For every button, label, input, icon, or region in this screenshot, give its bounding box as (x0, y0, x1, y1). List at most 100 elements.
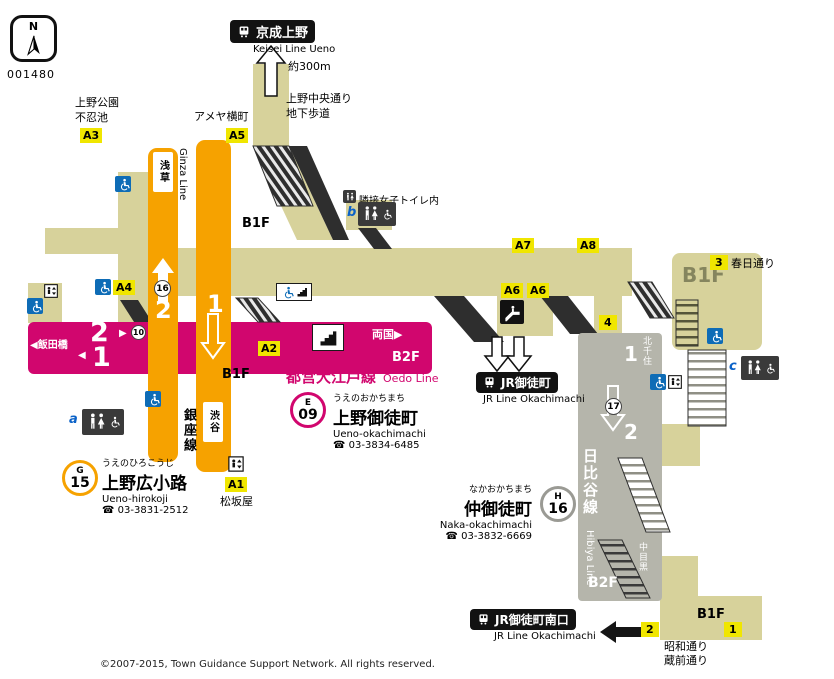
exit-a4-badge: A4 (113, 280, 136, 295)
elevator-icon (667, 374, 683, 390)
floor-b2f-oedo: B2F (392, 350, 420, 365)
elevator-icon (227, 455, 245, 473)
hibiya-down-arrow (600, 385, 626, 432)
exit-a6-badge-1: A6 (501, 283, 524, 298)
ginza-dir-shibuya-box: 渋谷 (203, 402, 223, 442)
restroom-icon (87, 412, 107, 432)
station-symbol-h16: H 16 (540, 486, 576, 522)
hibiya-next-station-circle: 17 (605, 398, 622, 415)
station-symbol-e09: E 09 (290, 392, 326, 428)
floor-b1f-right: B1F (682, 263, 725, 287)
jr-down-arrow-1 (483, 336, 511, 373)
stairs-icon (296, 286, 308, 298)
wheelchair-access-north (115, 176, 131, 192)
keisei-ueno-label: 京成上野 (256, 26, 309, 41)
wheelchair-icon (117, 178, 130, 191)
oedo-arrow-right: ▶ (119, 328, 127, 339)
toilet-b-letter: b (347, 205, 357, 220)
south-left-arrow (600, 621, 641, 643)
wheelchair-icon (764, 363, 775, 374)
wheelchair-access-east (707, 328, 723, 344)
floor-b1f-bottom: B1F (697, 607, 725, 622)
ginza-line-name: 銀座線 (181, 408, 196, 453)
naka-okachimachi-kana: なかおかちまち (468, 485, 532, 495)
h16-number: 16 (548, 500, 568, 517)
keisei-ueno-box: 京成上野 (230, 20, 316, 43)
restroom-note-iconbox (343, 190, 356, 203)
oedo-stairs-iconbox (312, 324, 344, 351)
wheelchair-icon (108, 416, 120, 428)
jr-okachimachi-south-label: JR御徒町南口 (495, 613, 569, 627)
toilet-a-letter: a (69, 412, 78, 427)
hibiya-line-en: Hibiya Line (584, 530, 595, 586)
exit-1-badge: 1 (724, 622, 742, 637)
ginza-dir-asakusa-box: 浅草 (153, 152, 173, 192)
jr-okachimachi-label: JR御徒町 (501, 376, 551, 390)
label-underground-walkway: 地下歩道 (286, 107, 330, 120)
ginza-platform-2: 2 (155, 296, 172, 324)
e09-line-letter: E (304, 397, 312, 408)
adjacent-toilet-note: 隣接女子トイレ内 (359, 196, 439, 207)
ginza-down-arrow (200, 313, 226, 360)
exit-a5-badge: A5 (226, 128, 249, 143)
floor-b1f-mid: B1F (222, 367, 250, 382)
hibiya-platform-2: 2 (624, 420, 638, 444)
exit-4-badge: 4 (599, 315, 617, 330)
e09-number: 09 (298, 406, 318, 423)
wheelchair-icon (709, 330, 722, 343)
naka-okachimachi-block: なかおかちまち仲御徒町 Naka-okachimachi ☎ 03-3832-6… (360, 482, 532, 542)
wheelchair-icon (147, 393, 160, 406)
label-matsuzakaya: 松坂屋 (220, 495, 253, 508)
oedo-dir-iidabashi: ◀飯田橋 (30, 340, 68, 351)
ueno-okachimachi-romaji: Ueno-okachimachi (333, 429, 426, 440)
ginza-bands (148, 140, 231, 472)
train-icon (483, 376, 496, 389)
wheelchair-access-ginza (145, 391, 161, 407)
jr-okachimachi-box: JR御徒町 (476, 372, 558, 393)
exit-a8-badge: A8 (577, 238, 600, 253)
label-kasuga-dori: 春日通り (731, 257, 775, 270)
ueno-hirokoji-kana: うえのひろこうじ (102, 459, 175, 469)
floor-b2f-hibiya: B2F (588, 575, 618, 591)
ueno-okachimachi-name: 上野御徒町 (333, 409, 418, 429)
oedo-dir-ryogoku: 両国▶ (372, 328, 403, 341)
label-showa-dori: 昭和通り (664, 640, 708, 653)
h16-line-letter: H (554, 491, 562, 502)
elevator-icon (43, 283, 59, 299)
ginza-dir-shibuya: 渋谷 (207, 410, 219, 434)
toilet-c-iconbox (741, 356, 779, 380)
wheelchair-icon (281, 286, 294, 299)
toilet-a-iconbox (82, 409, 124, 435)
restroom-icon (745, 359, 763, 377)
wheelchair-icon (29, 300, 42, 313)
jr-okachimachi-south-box: JR御徒町南口 (470, 609, 576, 630)
ueno-hirokoji-block: うえのひろこうじ 上野広小路 Ueno-hirokoji ☎ 03-3831-2… (102, 456, 188, 516)
escalator-icon (503, 303, 522, 322)
label-kuramae-dori: 蔵前通り (664, 654, 708, 667)
compass-needle-icon (26, 35, 40, 56)
label-ueno-chuo-dori: 上野中央通り (286, 92, 352, 105)
exit-a7-badge: A7 (512, 238, 535, 253)
restroom-icon (345, 192, 355, 202)
accessible-stairs-iconbox (276, 283, 312, 301)
label-shinobazu-pond: 不忍池 (75, 111, 108, 124)
oedo-platform-1: 1 (92, 342, 111, 373)
keisei-distance: 約300m (288, 60, 331, 73)
oedo-arrow-left: ◀ (78, 350, 86, 361)
oedo-line-title-row: 都営大江戸線 Oedo Line (286, 366, 439, 387)
train-icon (237, 25, 251, 39)
restroom-icon (362, 205, 380, 223)
jr-okachimachi-south-en: JR Line Okachimachi (494, 631, 596, 642)
direction-arrows (152, 44, 641, 643)
exit-a3-badge: A3 (80, 128, 103, 143)
copyright: ©2007-2015, Town Guidance Support Networ… (100, 659, 435, 670)
map-code: 001480 (7, 68, 55, 81)
wheelchair-access-west (27, 298, 43, 314)
hibiya-band (578, 333, 662, 601)
exit-a1-badge: A1 (225, 477, 248, 492)
exit-a6-badge-2: A6 (527, 283, 550, 298)
ueno-okachimachi-block: うえのおかちまち 上野御徒町 Ueno-okachimachi ☎ 03-383… (333, 391, 426, 451)
hibiya-dir-nakameguro: 中目黒 (637, 542, 647, 572)
